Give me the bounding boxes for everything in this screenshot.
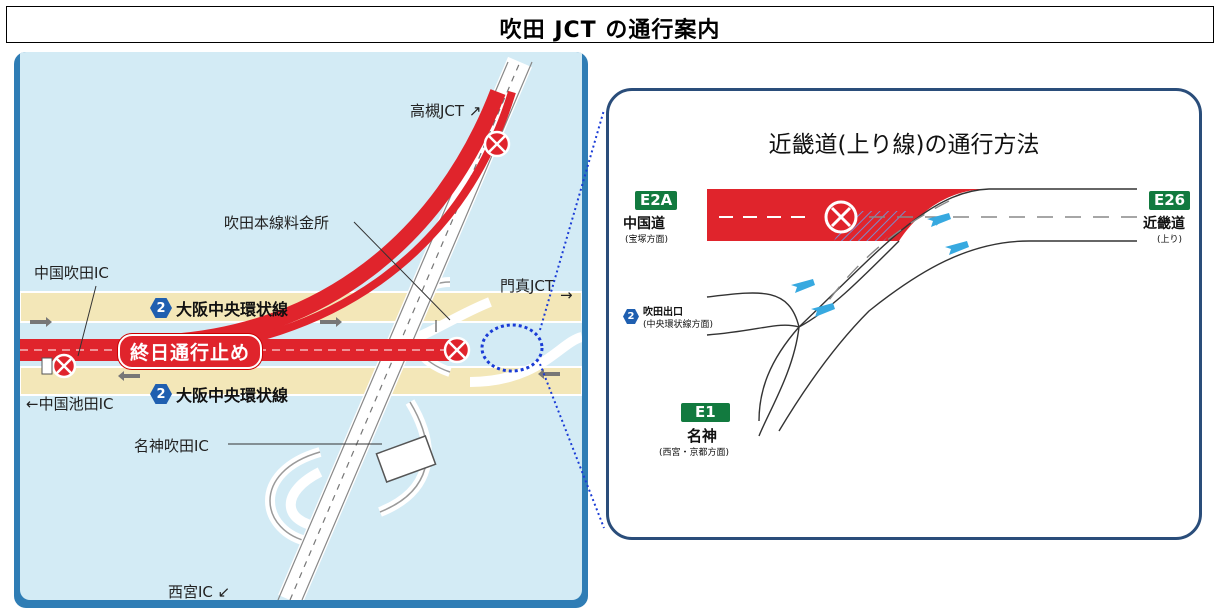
label-takatsuki-jct: 高槻JCT ↗ xyxy=(410,102,482,120)
exit-name: 吹田出口 xyxy=(643,307,683,318)
e1-sub: (西宮・京都方面) xyxy=(659,448,730,458)
map-roads xyxy=(20,56,582,600)
detail-title: 近畿道(上り線)の通行方法 xyxy=(768,132,1040,158)
label-meishin-suita-ic: 名神吹田IC xyxy=(134,437,209,455)
e2a-name: 中国道 xyxy=(623,216,665,232)
closure-label: 終日通行止め xyxy=(118,334,263,369)
route-number-icon: 2 xyxy=(150,298,172,318)
route-number-icon: 2 xyxy=(150,384,172,404)
badge-e2a: E2A xyxy=(635,191,678,210)
detail-diagram xyxy=(706,188,1137,437)
e26-sub: (上り) xyxy=(1157,235,1183,245)
junction-map: 高槻JCT ↗ 吹田本線料金所 中国吹田IC 門真JCT → ←中国池田IC 名… xyxy=(14,52,588,608)
label-chugoku-ikeda-ic: ←中国池田IC xyxy=(26,395,114,413)
badge-e26: E26 xyxy=(1149,191,1191,210)
page-title: 吹田 JCT の通行案内 xyxy=(499,18,721,43)
title-bar: 吹田 JCT の通行案内 xyxy=(6,6,1214,43)
exit-sub: (中央環状線方面) xyxy=(643,320,714,330)
label-kadoma-jct: 門真JCT xyxy=(500,277,555,295)
map-canvas: 高槻JCT ↗ 吹田本線料金所 中国吹田IC 門真JCT → ←中国池田IC 名… xyxy=(20,52,582,600)
label-nishinomiya-ic: 西宮IC ↙ xyxy=(168,583,231,600)
badge-e1: E1 xyxy=(681,403,730,422)
label-chugoku-suita-ic: 中国吹田IC xyxy=(34,264,109,282)
e2a-sub: (宝塚方面) xyxy=(625,235,669,245)
e26-name: 近畿道 xyxy=(1143,216,1185,232)
detail-panel: 近畿道(上り線)の通行方法 xyxy=(606,88,1202,540)
e1-name: 名神 xyxy=(687,427,718,445)
label-toll-gate: 吹田本線料金所 xyxy=(224,214,330,232)
route-name: 大阪中央環状線 xyxy=(176,300,289,319)
route-label-lower: 2 大阪中央環状線 xyxy=(150,382,288,406)
exit-route-icon: 2 xyxy=(623,309,639,324)
route-label-upper: 2 大阪中央環状線 xyxy=(150,296,288,320)
route-name: 大阪中央環状線 xyxy=(176,386,289,405)
label-kadoma-arrow: → xyxy=(560,286,573,304)
